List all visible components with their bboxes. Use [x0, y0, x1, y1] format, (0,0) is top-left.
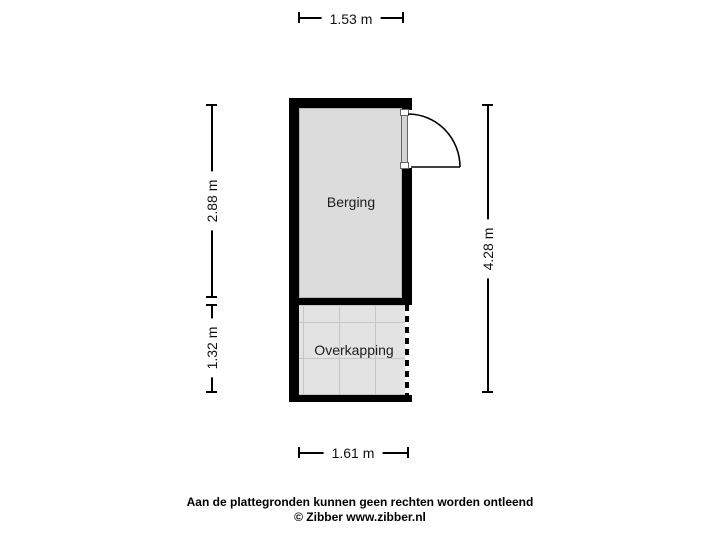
footer-disclaimer: Aan de plattegronden kunnen geen rechten…	[186, 495, 534, 509]
dimension-tick	[482, 104, 493, 106]
wall-bottom	[289, 395, 412, 402]
dimension-tick	[298, 447, 300, 458]
overkapping-open-edge-dashed	[405, 305, 409, 395]
door-post-bottom	[400, 162, 409, 169]
dimension-tick	[298, 12, 300, 23]
room-berging-floor	[299, 108, 402, 298]
dimension-tick	[407, 447, 409, 458]
wall-top	[289, 98, 412, 108]
room-label-overkapping: Overkapping	[314, 342, 394, 358]
dimension-label-total-height: 4.28 m	[477, 219, 499, 279]
dimension-label-berging-width: 1.53 m	[321, 8, 381, 30]
dimension-tick	[402, 12, 404, 23]
wall-divider	[289, 298, 412, 305]
dimension-label-overkapping-height: 1.32 m	[201, 318, 223, 378]
room-label-berging: Berging	[326, 194, 376, 210]
door-post-top	[400, 109, 409, 116]
dimension-label-overkapping-width: 1.61 m	[323, 442, 383, 464]
dimension-tick	[206, 104, 217, 106]
wall-right	[402, 98, 412, 305]
footer-credit: © Zibber www.zibber.nl	[294, 510, 426, 524]
dimension-label-berging-height: 2.88 m	[201, 171, 223, 231]
door-swing-arc-icon	[407, 113, 461, 168]
dimension-tick	[482, 391, 493, 393]
dimension-tick	[206, 304, 217, 306]
footer: Aan de plattegronden kunnen geen rechten…	[0, 495, 720, 525]
room-overkapping-floor	[299, 305, 405, 395]
wall-left	[289, 98, 299, 402]
dimension-tick	[206, 296, 217, 298]
dimension-tick	[206, 391, 217, 393]
